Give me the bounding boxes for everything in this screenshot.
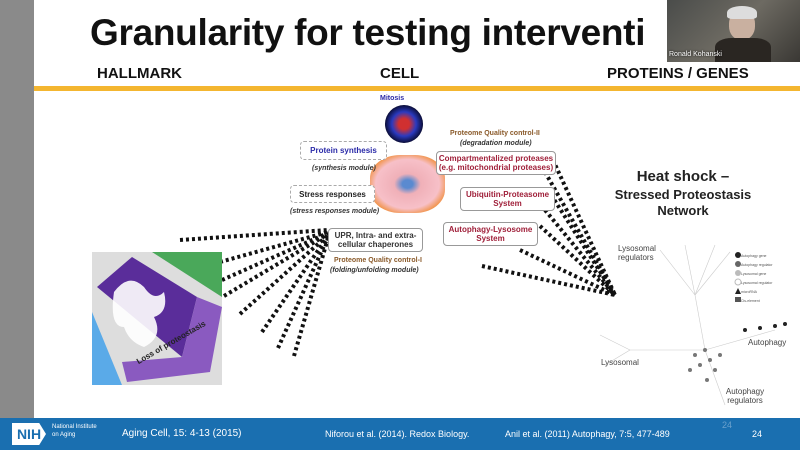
heat-shock-title: Heat shock – Stressed Proteostasis Netwo… bbox=[608, 168, 758, 219]
slide-footer: NIH National Institute on Aging Aging Ce… bbox=[0, 418, 800, 450]
legend-item: microRNA bbox=[741, 290, 757, 294]
protein-synthesis-box: Protein synthesis bbox=[300, 141, 387, 160]
left-margin-bar bbox=[0, 0, 34, 450]
cell-image bbox=[370, 155, 445, 213]
reference-aging-cell: Aging Cell, 15: 4-13 (2015) bbox=[122, 428, 242, 439]
reference-anil: Anil et al. (2011) Autophagy, 7:5, 477-4… bbox=[505, 429, 670, 439]
network-label-lysosomal: Lysosomal bbox=[601, 358, 639, 367]
page-number: 24 bbox=[752, 429, 763, 439]
speaker-hair bbox=[727, 6, 757, 19]
reference-niforou: Niforou et al. (2014). Redox Biology. bbox=[325, 429, 470, 439]
ubiquitin-proteasome-box: Ubiquitin-Proteasome System bbox=[460, 187, 555, 211]
accent-rule bbox=[34, 86, 800, 91]
org-name: National Institute on Aging bbox=[52, 424, 97, 438]
nih-logo: NIH bbox=[12, 423, 46, 445]
autophagy-lysosome-box: Autophagy-Lysosome System bbox=[443, 222, 538, 246]
slide-title: Granularity for testing interventi bbox=[90, 12, 646, 53]
network-label-autophagy-regulators: Autophagy regulators bbox=[725, 387, 765, 405]
legend-item: Autophagy gene bbox=[741, 254, 767, 258]
compartmentalized-proteases-box: Compartmentalized proteases (e.g. mitoch… bbox=[436, 151, 556, 175]
legend-item: Cis-element bbox=[741, 299, 760, 303]
heat-shock-line1: Heat shock – bbox=[636, 168, 730, 185]
qc2-caption: Proteome Quality control-II bbox=[450, 130, 540, 137]
qc1-caption: Proteome Quality control-I bbox=[334, 257, 422, 264]
mitosis-image bbox=[385, 105, 423, 143]
stress-module-caption: (stress responses module) bbox=[290, 208, 380, 215]
speaker-name: Ronald Kohanski bbox=[669, 51, 722, 58]
heat-shock-line3: Network bbox=[657, 203, 709, 218]
network-label-autophagy: Autophagy bbox=[748, 338, 787, 347]
header-proteins: PROTEINS / GENES bbox=[607, 65, 749, 82]
header-cell: CELL bbox=[380, 65, 420, 82]
synthesis-module-caption: (synthesis module) bbox=[312, 165, 376, 172]
header-hallmark: HALLMARK bbox=[97, 65, 182, 82]
network-graph bbox=[599, 244, 787, 406]
network-legend: Autophagy gene Autophagy regulator Lysos… bbox=[741, 252, 773, 306]
upr-box: UPR, Intra- and extra-cellular chaperone… bbox=[328, 228, 423, 252]
stress-responses-box: Stress responses bbox=[290, 185, 375, 203]
legend-item: Autophagy regulator bbox=[741, 263, 773, 267]
hallmark-image bbox=[92, 252, 222, 385]
qc2-sub-caption: (degradation module) bbox=[460, 140, 532, 147]
legend-item: Lysosomal gene bbox=[741, 272, 767, 276]
speaker-body bbox=[715, 38, 771, 62]
mitosis-label: Mitosis bbox=[380, 95, 405, 102]
network-label-lysosomal-regulators: Lysosomal regulators bbox=[618, 244, 656, 262]
ghost-page-number: 24 bbox=[722, 420, 733, 430]
speaker-video-thumbnail[interactable]: Ronald Kohanski bbox=[667, 0, 800, 62]
qc1-sub-caption: (folding/unfolding module) bbox=[330, 267, 419, 274]
heat-shock-line2: Stressed Proteostasis bbox=[614, 186, 752, 202]
legend-item: Lysosomal regulator bbox=[741, 281, 773, 285]
